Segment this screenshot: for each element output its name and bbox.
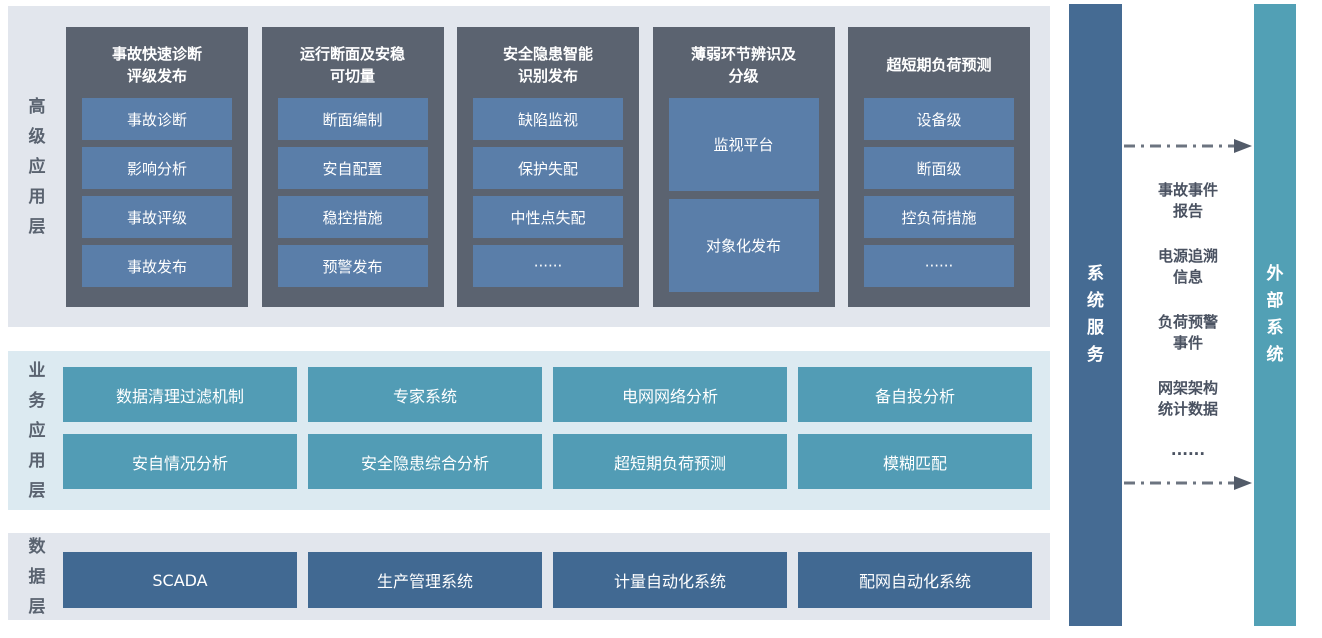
column-item: 设备级 (864, 98, 1014, 140)
business-item: 专家系统 (308, 367, 542, 422)
app-column: 薄弱环节辨识及 分级监视平台对象化发布 (652, 27, 835, 307)
business-item: 数据清理过滤机制 (63, 367, 297, 422)
business-item: 电网网络分析 (553, 367, 787, 422)
column-item: 事故诊断 (82, 98, 232, 140)
exchange-item: 负荷预警 事件 (1157, 313, 1218, 352)
column-item: 中性点失配 (473, 196, 623, 238)
column-items: 事故诊断影响分析事故评级事故发布 (66, 93, 248, 307)
external-system-bar: 外部系统 (1254, 4, 1296, 626)
layer-label-text: 业务应用层 (28, 360, 46, 501)
dashed-arrow-top (1124, 139, 1252, 153)
data-source-item: 生产管理系统 (308, 552, 542, 608)
exchange-item: 事故事件 报告 (1157, 181, 1218, 220)
system-service-label: 系统服务 (1087, 264, 1104, 365)
layer-label-text: 数据层 (28, 536, 46, 617)
layer-section-advanced: 高级应用层 事故快速诊断 评级发布事故诊断影响分析事故评级事故发布运行断面及安稳… (8, 6, 1050, 327)
data-source-item: 计量自动化系统 (553, 552, 787, 608)
column-title: 超短期负荷预测 (886, 56, 992, 75)
app-column: 安全隐患智能 识别发布缺陷监视保护失配中性点失配 ······ (457, 27, 639, 307)
column-item: 安自配置 (277, 147, 428, 189)
column-title: 运行断面及安稳 可切量 (299, 45, 405, 85)
arrowhead-icon (1234, 139, 1252, 153)
column-title: 薄弱环节辨识及 分级 (690, 45, 796, 85)
column-items: 缺陷监视保护失配中性点失配 ······ (457, 93, 639, 307)
exchange-item: 网架架构 统计数据 (1157, 379, 1218, 418)
advanced-columns: 事故快速诊断 评级发布事故诊断影响分析事故评级事故发布运行断面及安稳 可切量断面… (66, 27, 1030, 307)
exchange-item: ······ (1170, 445, 1206, 463)
app-column: 超短期负荷预测设备级断面级控负荷措施 ······ (848, 27, 1030, 307)
column-item: ······ (473, 245, 623, 287)
exchange-list: 事故事件 报告电源追溯 信息负荷预警 事件网架架构 统计数据 ······ (1122, 180, 1254, 465)
column-title: 事故快速诊断 评级发布 (111, 45, 202, 85)
business-grid: 数据清理过滤机制专家系统电网网络分析备自投分析安自情况分析安全隐患综合分析超短期… (63, 367, 1032, 489)
business-item: 安全隐患综合分析 (308, 434, 542, 489)
column-item: 事故评级 (82, 196, 232, 238)
column-item: 事故发布 (82, 245, 232, 287)
column-item: ······ (864, 245, 1014, 287)
column-item: 监视平台 (668, 98, 819, 191)
layer-label-business: 业务应用层 (24, 351, 50, 510)
column-item: 对象化发布 (668, 199, 819, 292)
exchange-item: 电源追溯 信息 (1157, 247, 1218, 286)
column-title: 安全隐患智能 识别发布 (502, 45, 593, 85)
business-item: 备自投分析 (798, 367, 1032, 422)
business-item: 模糊匹配 (798, 434, 1032, 489)
column-item: 控负荷措施 (864, 196, 1014, 238)
column-item: 影响分析 (82, 147, 232, 189)
column-items: 断面编制安自配置稳控措施预警发布 (262, 93, 444, 307)
column-item: 缺陷监视 (473, 98, 623, 140)
layer-section-business: 业务应用层 数据清理过滤机制专家系统电网网络分析备自投分析安自情况分析安全隐患综… (8, 351, 1050, 510)
column-item: 稳控措施 (277, 196, 428, 238)
layer-label-advanced: 高级应用层 (24, 6, 50, 327)
arrowhead-icon (1234, 476, 1252, 490)
business-item: 超短期负荷预测 (553, 434, 787, 489)
layer-label-text: 高级应用层 (28, 96, 46, 237)
dashed-arrow-bottom (1124, 476, 1252, 490)
column-items: 设备级断面级控负荷措施 ······ (848, 93, 1030, 307)
data-source-item: 配网自动化系统 (798, 552, 1032, 608)
column-item: 预警发布 (277, 245, 428, 287)
system-service-bar: 系统服务 (1069, 4, 1122, 626)
business-item: 安自情况分析 (63, 434, 297, 489)
column-item: 断面编制 (277, 98, 428, 140)
external-system-label: 外部系统 (1266, 264, 1284, 365)
data-source-item: SCADA (63, 552, 297, 608)
app-column: 事故快速诊断 评级发布事故诊断影响分析事故评级事故发布 (66, 27, 248, 307)
column-item: 断面级 (864, 147, 1014, 189)
column-item: 保护失配 (473, 147, 623, 189)
app-column: 运行断面及安稳 可切量断面编制安自配置稳控措施预警发布 (261, 27, 444, 307)
layer-label-data: 数据层 (24, 533, 50, 620)
column-items: 监视平台对象化发布 (653, 93, 835, 307)
